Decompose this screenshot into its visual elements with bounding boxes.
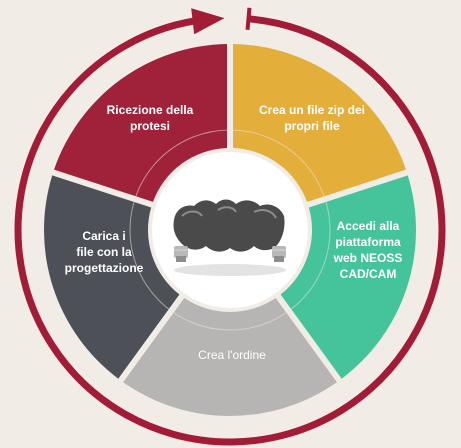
segment-label-crea-ordine: Crea l'ordine bbox=[198, 348, 266, 362]
segment-label-carica: Carica i file con la progettazione bbox=[65, 229, 144, 275]
segment-label-crea-zip: Crea un file zip dei propri file bbox=[259, 103, 365, 133]
arrow-start-tick bbox=[245, 7, 252, 30]
segment-label-line: protesi bbox=[130, 119, 170, 133]
center-disc bbox=[152, 152, 308, 308]
segment-crea-ordine bbox=[123, 298, 337, 417]
dental-bridge-icon bbox=[173, 199, 286, 276]
segment-label-accedi: Accedi alla piattaforma web NEOSS CAD/CAM bbox=[333, 219, 403, 281]
segment-label-line: Carica i bbox=[82, 229, 125, 243]
segment-label-line: progettazione bbox=[65, 261, 144, 275]
segment-label-line: file con la bbox=[76, 245, 132, 259]
segment-label-line: piattaforma bbox=[335, 235, 401, 249]
arrowhead-icon bbox=[191, 8, 225, 35]
segment-label-line: propri file bbox=[284, 119, 340, 133]
segment-label-line: Accedi alla bbox=[337, 219, 400, 233]
labels-group: Ricezione della protesi Crea un file zip d… bbox=[65, 103, 403, 362]
segment-label-line: Crea l'ordine bbox=[198, 348, 266, 362]
inner-ring-line bbox=[129, 129, 331, 331]
segments-group bbox=[43, 44, 416, 417]
segment-label-line: web NEOSS bbox=[333, 251, 403, 265]
cycle-arrow bbox=[14, 7, 446, 446]
segment-carica bbox=[43, 175, 180, 379]
segment-crea-zip bbox=[232, 44, 406, 202]
segment-label-line: Ricezione della bbox=[107, 103, 194, 117]
segment-label-line: CAD/CAM bbox=[340, 267, 397, 281]
cycle-arrow-arc bbox=[14, 15, 446, 446]
segment-label-line: Crea un file zip dei bbox=[259, 103, 365, 117]
segment-ricezione bbox=[54, 44, 228, 202]
segment-label-ricezione: Ricezione della protesi bbox=[107, 103, 194, 133]
segment-accedi bbox=[280, 175, 416, 379]
